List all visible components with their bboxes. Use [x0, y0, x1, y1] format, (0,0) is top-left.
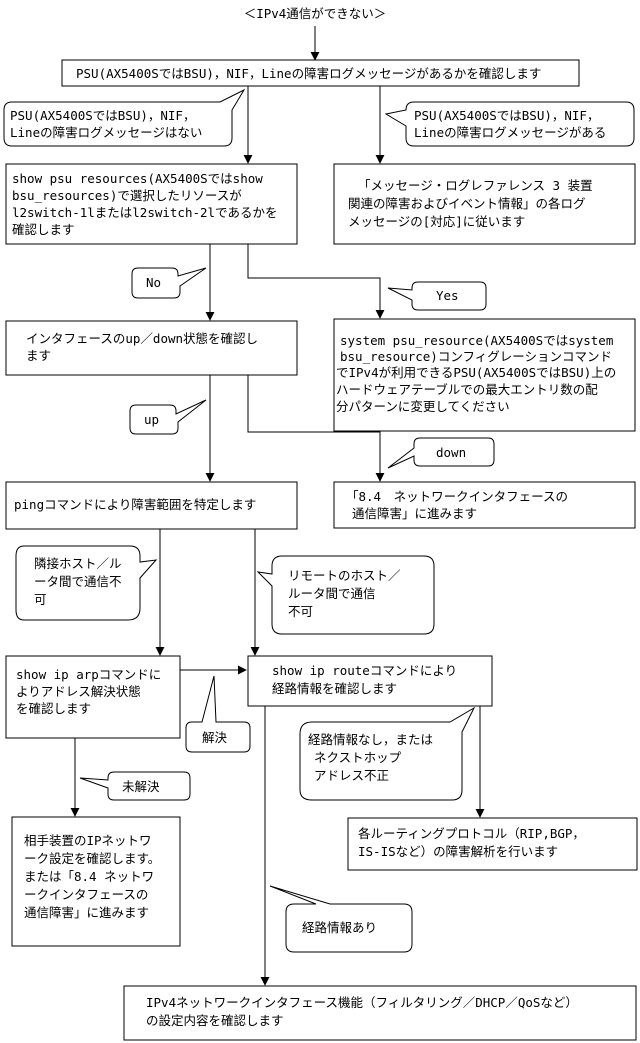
callout-resolved: 解決 [185, 675, 251, 753]
box-system-psu-resource: system psu_resource(AX5400Sではsystem bsu_… [333, 318, 636, 432]
box-interface-state-line: インタフェースのup／down状態を確認し [26, 331, 258, 346]
connector-lines [70, 26, 485, 986]
callout-neighbor: 隣接ホスト／ル ータ間で通信不 可 [15, 545, 158, 621]
box-network-interface-fault: 「8.4 ネットワークインタフェースの 通信障害」に進みます [333, 481, 636, 529]
callout-down-text: down [436, 445, 466, 460]
callout-no-logs: PSU(AX5400SではBSU)，NIF， Lineの障害ログメッセージはない [3, 88, 246, 147]
box-system-psu-resource-line: ハードウェアテーブルでの最大エントリ数の配 [336, 382, 598, 397]
callout-no-route-line: アドレス不正 [314, 768, 389, 783]
box-arp-line: show ip arpコマンドに [16, 667, 161, 682]
callout-yes: Yes [387, 281, 487, 311]
callout-has-route: 経路情報あり [269, 885, 413, 953]
box-ping: pingコマンドにより障害範囲を特定します [5, 481, 298, 530]
callout-no: No [131, 267, 207, 299]
callout-remote-line: 不可 [288, 604, 313, 619]
box-arp: show ip arpコマンドに よりアドレス解決状態 を確認します [5, 655, 181, 739]
flowchart-title: ＜IPv4通信ができない＞ [244, 6, 387, 21]
callout-no-route-line: 経路情報なし，または [308, 732, 433, 747]
box-routing-protocol-line: 各ルーティングプロトコル（RIP,BGP， [358, 826, 585, 841]
box-peer-device-line: 相手装置のIPネットワ [24, 833, 152, 848]
box-interface-state-line: ます [26, 348, 51, 363]
box-interface-state: インタフェースのup／down状態を確認し ます [5, 320, 298, 376]
callout-has-route-text: 経路情報あり [302, 920, 377, 935]
callout-has-logs-line: PSU(AX5400SではBSU)，NIF， [414, 108, 599, 123]
box-arp-line: よりアドレス解決状態 [16, 684, 141, 699]
box-peer-device-line: または「8.4 ネットワ [24, 869, 154, 884]
callout-no-text: No [146, 275, 161, 290]
callout-resolved-text: 解決 [202, 730, 228, 745]
box-arp-line: を確認します [16, 701, 91, 716]
box-routing-protocol-line: IS-ISなど）の障害解析を行います [358, 844, 558, 859]
callout-no-route-line: ネクストホップ [314, 750, 402, 765]
box-system-psu-resource-line: でIPv4が利用できるPSU(AX5400SではBSU)上の [336, 365, 616, 380]
callout-neighbor-line: 隣接ホスト／ル [34, 556, 122, 571]
box-network-interface-fault-line: 通信障害」に進みます [352, 506, 477, 521]
box-peer-device-line: ークインタフェースの [24, 887, 148, 902]
box-message-reference-line: メッセージの[対応]に従います [348, 214, 525, 229]
callout-remote: リモートのホスト／ ルータ間で通信 不可 [256, 555, 435, 635]
box-psu-resources-line: bsu_resources)で選択したリソースが [12, 188, 242, 203]
box-peer-device: 相手装置のIPネットワ ーク設定を確認します。 または「8.4 ネットワ ークイ… [11, 816, 181, 947]
callout-no-logs-line: PSU(AX5400SではBSU)，NIF， [10, 108, 195, 123]
box-ipv4-function-line: の設定内容を確認します [146, 1013, 284, 1028]
callout-yes-text: Yes [436, 288, 459, 303]
callout-remote-line: ルータ間で通信 [288, 586, 376, 601]
box-psu-resources: show psu resources(AX5400Sではshow bsu_res… [5, 163, 298, 245]
callout-remote-line: リモートのホスト／ [288, 568, 401, 583]
box-peer-device-line: 通信障害」に進みます [24, 905, 149, 920]
callout-up: up [129, 399, 207, 435]
box-psu-resources-line: 確認します [12, 222, 75, 237]
box-message-reference-line: 関連の障害およびイベント情報」の各ログ [348, 196, 586, 211]
box-message-reference: 「メッセージ・ログレファレンス 3 装置 関連の障害およびイベント情報」の各ログ… [333, 163, 636, 245]
box-ping-line: pingコマンドにより障害範囲を特定します [14, 497, 256, 512]
box-check-logs-line: PSU(AX5400SではBSU)，NIF，Lineの障害ログメッセージがあるか… [76, 66, 541, 81]
box-system-psu-resource-line: 分パターンに変更してください [336, 399, 510, 414]
box-route: show ip routeコマンドにより 経路情報を確認します [247, 655, 493, 707]
box-psu-resources-line: l2switch-1lまたはl2switch-2lであるかを [12, 205, 277, 220]
callout-has-logs: PSU(AX5400SではBSU)，NIF， Lineの障害ログメッセージがある [384, 101, 635, 147]
callout-neighbor-line: 可 [34, 592, 47, 607]
box-psu-resources-line: show psu resources(AX5400Sではshow [12, 171, 263, 186]
box-ipv4-function-line: IPv4ネットワークインタフェース機能（フィルタリング／DHCP／QoSなど） [146, 995, 578, 1010]
callout-has-logs-line: Lineの障害ログメッセージがある [414, 125, 606, 140]
callout-up-text: up [144, 412, 159, 427]
callout-no-logs-line: Lineの障害ログメッセージはない [10, 125, 202, 140]
box-route-line: 経路情報を確認します [272, 681, 397, 696]
box-system-psu-resource-line: system psu_resource(AX5400Sではsystem [340, 333, 613, 348]
box-system-psu-resource-line: bsu_resource)コンフィグレーションコマンド [340, 349, 612, 364]
box-message-reference-line: 「メッセージ・ログレファレンス 3 装置 [358, 178, 593, 193]
callout-no-route: 経路情報なし，または ネクストホップ アドレス不正 [299, 706, 476, 801]
box-network-interface-fault-line: 「8.4 ネットワークインタフェースの [346, 489, 568, 504]
callout-unresolved: 未解決 [79, 771, 191, 801]
callout-neighbor-line: ータ間で通信不 [34, 574, 122, 589]
box-route-line: show ip routeコマンドにより [272, 663, 457, 678]
callout-unresolved-text: 未解決 [122, 779, 160, 794]
box-peer-device-line: ーク設定を確認します。 [24, 851, 160, 866]
box-routing-protocol: 各ルーティングプロトコル（RIP,BGP， IS-ISなど）の障害解析を行います [347, 817, 638, 871]
box-check-logs: PSU(AX5400SではBSU)，NIF，Lineの障害ログメッセージがあるか… [61, 59, 580, 87]
callout-down: down [387, 437, 495, 469]
box-ipv4-function: IPv4ネットワークインタフェース機能（フィルタリング／DHCP／QoSなど） … [123, 985, 637, 1041]
